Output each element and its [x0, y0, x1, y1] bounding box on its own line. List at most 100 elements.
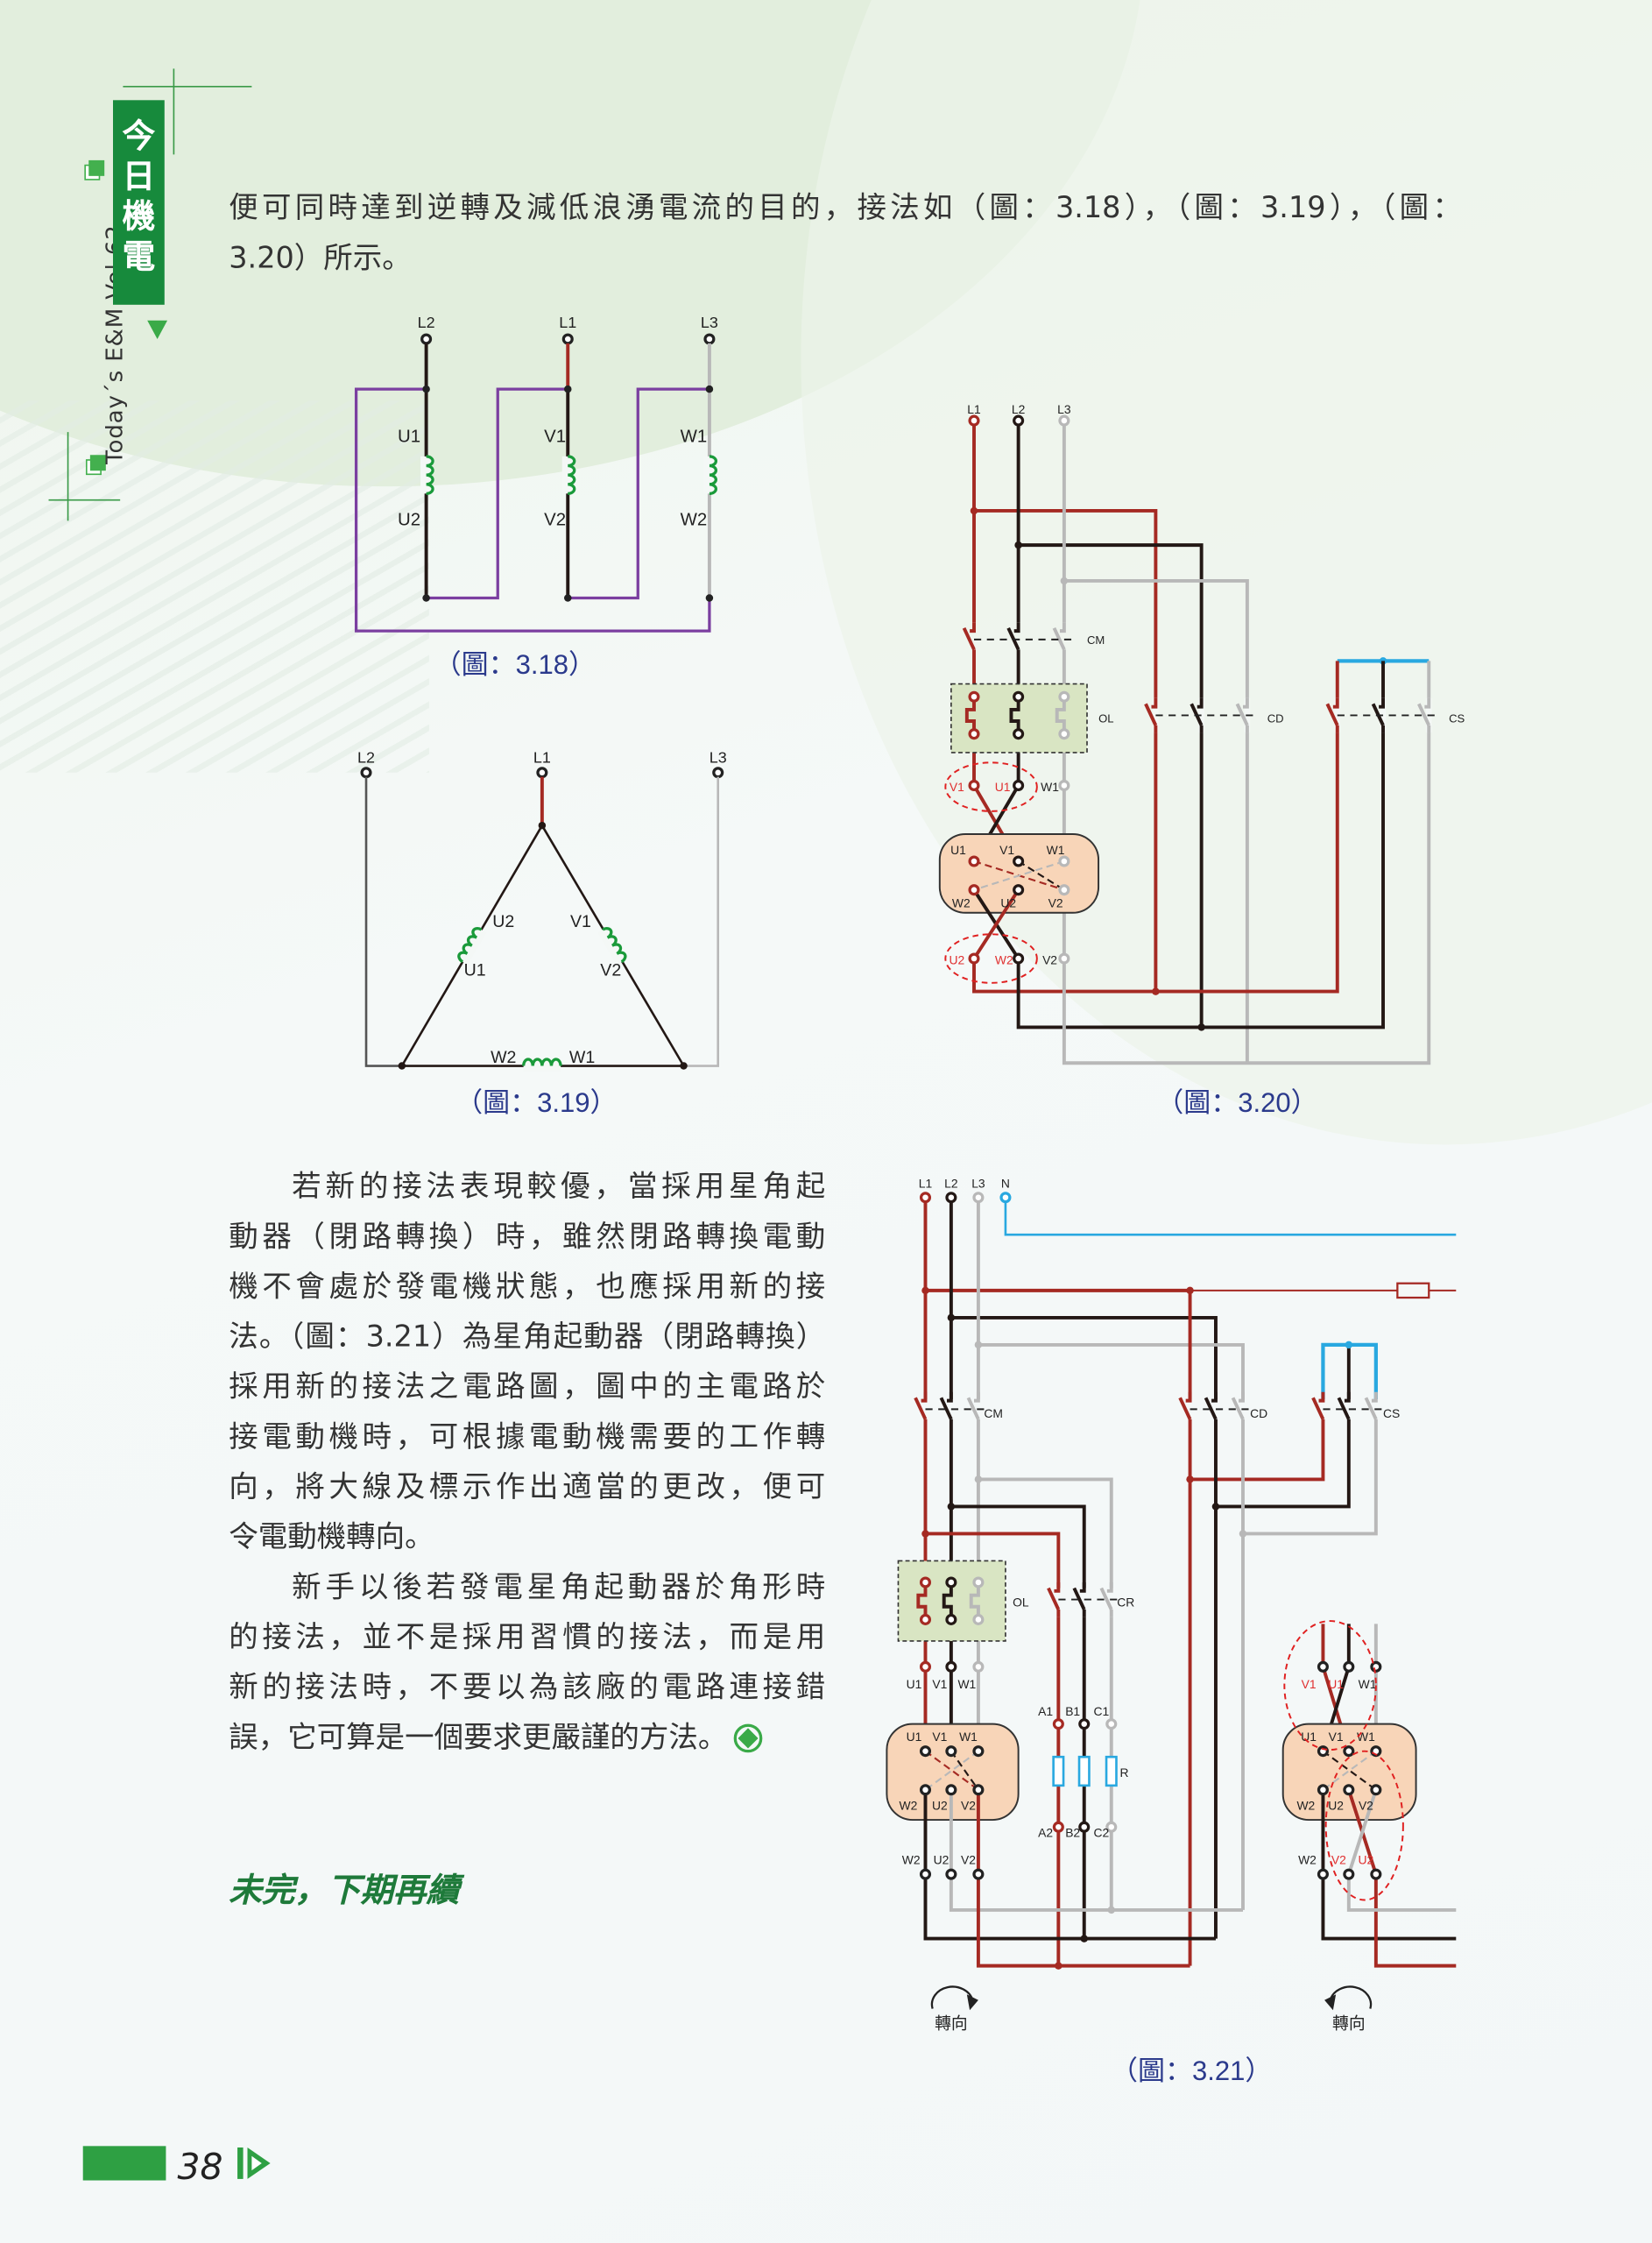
- terminal: [968, 690, 980, 703]
- coil-winding: [709, 455, 717, 495]
- switch-contact: [1235, 703, 1249, 726]
- badge-char: 今: [122, 117, 156, 156]
- diagram-label: U1: [1328, 1677, 1344, 1691]
- junction-dot: [1345, 1341, 1353, 1349]
- diagram-label: L1: [559, 314, 576, 331]
- junction-dot: [398, 1062, 406, 1070]
- diagram-label: L3: [971, 1176, 985, 1190]
- text-line: 採用新的接法之電路圖，圖中的主電路於: [229, 1369, 826, 1404]
- junction-dot: [680, 1062, 688, 1070]
- wire: [978, 1342, 1245, 1399]
- junction-dot: [921, 1530, 929, 1538]
- diagram-label: V2: [544, 510, 566, 529]
- diagram-label: U2: [492, 912, 514, 931]
- diagram-label: CD: [1267, 712, 1284, 725]
- wire: [1242, 1426, 1378, 1536]
- terminal: [945, 1576, 957, 1588]
- switch-contact: [1072, 1587, 1086, 1610]
- wire: [972, 888, 1020, 960]
- wire: [1190, 1426, 1325, 1482]
- terminal: [1058, 728, 1070, 740]
- wire: [950, 1315, 1218, 1399]
- terminal: [919, 1745, 932, 1758]
- terminal: [703, 333, 716, 345]
- wire: [354, 387, 711, 633]
- diagram-label: V1: [999, 843, 1014, 857]
- diagram-label: CD: [1250, 1406, 1267, 1420]
- text-line: 若新的接法表現較優，當採用星角起: [292, 1169, 826, 1204]
- wire: [1318, 1391, 1325, 1403]
- diagram-label: U2: [398, 510, 420, 529]
- terminal: [999, 1192, 1012, 1204]
- terminal: [561, 333, 574, 345]
- diagram-label: CR: [1117, 1596, 1134, 1610]
- diagram-label: V2: [961, 1799, 976, 1813]
- terminal: [1343, 1660, 1355, 1673]
- diagram-label: 轉向: [935, 2013, 968, 2032]
- coil-icon: [703, 455, 717, 495]
- coil-winding: [426, 455, 434, 495]
- text-line: 動器（閉路轉換）時，雖然閉路轉換電動: [229, 1219, 826, 1254]
- diagram-label: U1: [464, 961, 486, 980]
- switch-contact: [1052, 627, 1066, 651]
- arrow-head-icon: [966, 1994, 978, 2011]
- badge-char: 電: [122, 237, 156, 277]
- coil-icon: [457, 926, 487, 965]
- diagram-label: （圖：3.18）: [434, 649, 596, 680]
- text-line: 新手以後若發電星角起動器於角形時: [292, 1569, 826, 1604]
- text-line: 機不會處於發電機狀態，也應採用新的接: [229, 1269, 826, 1304]
- terminal: [1013, 414, 1025, 427]
- terminal: [1013, 952, 1025, 965]
- diagram-label: W2: [491, 1048, 516, 1067]
- terminal: [712, 767, 724, 779]
- wire: [1018, 860, 1065, 891]
- resistor-icon: [1052, 1755, 1065, 1787]
- terminal: [1343, 1784, 1355, 1796]
- terminal: [919, 1784, 932, 1796]
- text-line: 令電動機轉向。: [229, 1519, 434, 1554]
- diagram-label: U2: [932, 1799, 948, 1813]
- switch-contact: [1337, 1397, 1351, 1420]
- diagram-label: L2: [1012, 402, 1026, 416]
- terminal: [945, 1745, 957, 1758]
- switch-contact: [1099, 1587, 1113, 1610]
- terminal: [1058, 855, 1070, 867]
- square-bullet-icon: [88, 159, 105, 176]
- diagram-label: （圖：3.19）: [455, 1087, 617, 1118]
- terminal: [945, 1660, 957, 1673]
- diagram-label: V1: [932, 1677, 947, 1691]
- junction-dot: [1197, 1023, 1205, 1031]
- crosshair-line: [173, 68, 175, 155]
- switch-contact: [1325, 703, 1339, 726]
- coil-winding: [457, 927, 483, 964]
- diagram-label: V2: [1048, 895, 1063, 909]
- terminal: [1013, 855, 1025, 867]
- diagram-label: U1: [907, 1677, 922, 1691]
- resistor-icon: [1077, 1755, 1091, 1787]
- diagram-label: L2: [357, 748, 375, 766]
- wire: [568, 387, 710, 600]
- text-line: 誤，它可算是一個要求更嚴謹的方法。: [229, 1713, 825, 1763]
- terminal: [1317, 1784, 1329, 1796]
- fuse-icon: [1396, 1282, 1430, 1299]
- diagram-label: V1: [544, 428, 566, 447]
- diagram-label: W1: [569, 1048, 595, 1067]
- text-line: 便可同時達到逆轉及減低浪湧電流的目的，接法如（圖：3.18），（圖：3.19），…: [229, 190, 1462, 225]
- terminal: [1370, 1868, 1382, 1880]
- terminal: [1370, 1784, 1382, 1796]
- wire: [1424, 697, 1431, 709]
- text-line: 向，將大線及標示作出適當的更改，便可: [229, 1468, 826, 1504]
- badge-char: 機: [122, 197, 156, 237]
- text-line: 3.20）所示。: [229, 240, 412, 275]
- rotation-clockwise-icon: [930, 1985, 974, 2009]
- diagram-label: V1: [932, 1730, 947, 1744]
- wire: [683, 776, 720, 1067]
- diagram-label: L3: [710, 748, 727, 766]
- text-line: 接電動機時，可根據電動機需要的工作轉: [229, 1419, 826, 1454]
- switch-contact: [1204, 1397, 1218, 1420]
- diagram-label: 轉向: [1332, 2013, 1366, 2032]
- badge-char: 日: [122, 157, 156, 196]
- switch-contact: [914, 1397, 928, 1420]
- wire: [1346, 1789, 1457, 1912]
- wire: [964, 701, 976, 730]
